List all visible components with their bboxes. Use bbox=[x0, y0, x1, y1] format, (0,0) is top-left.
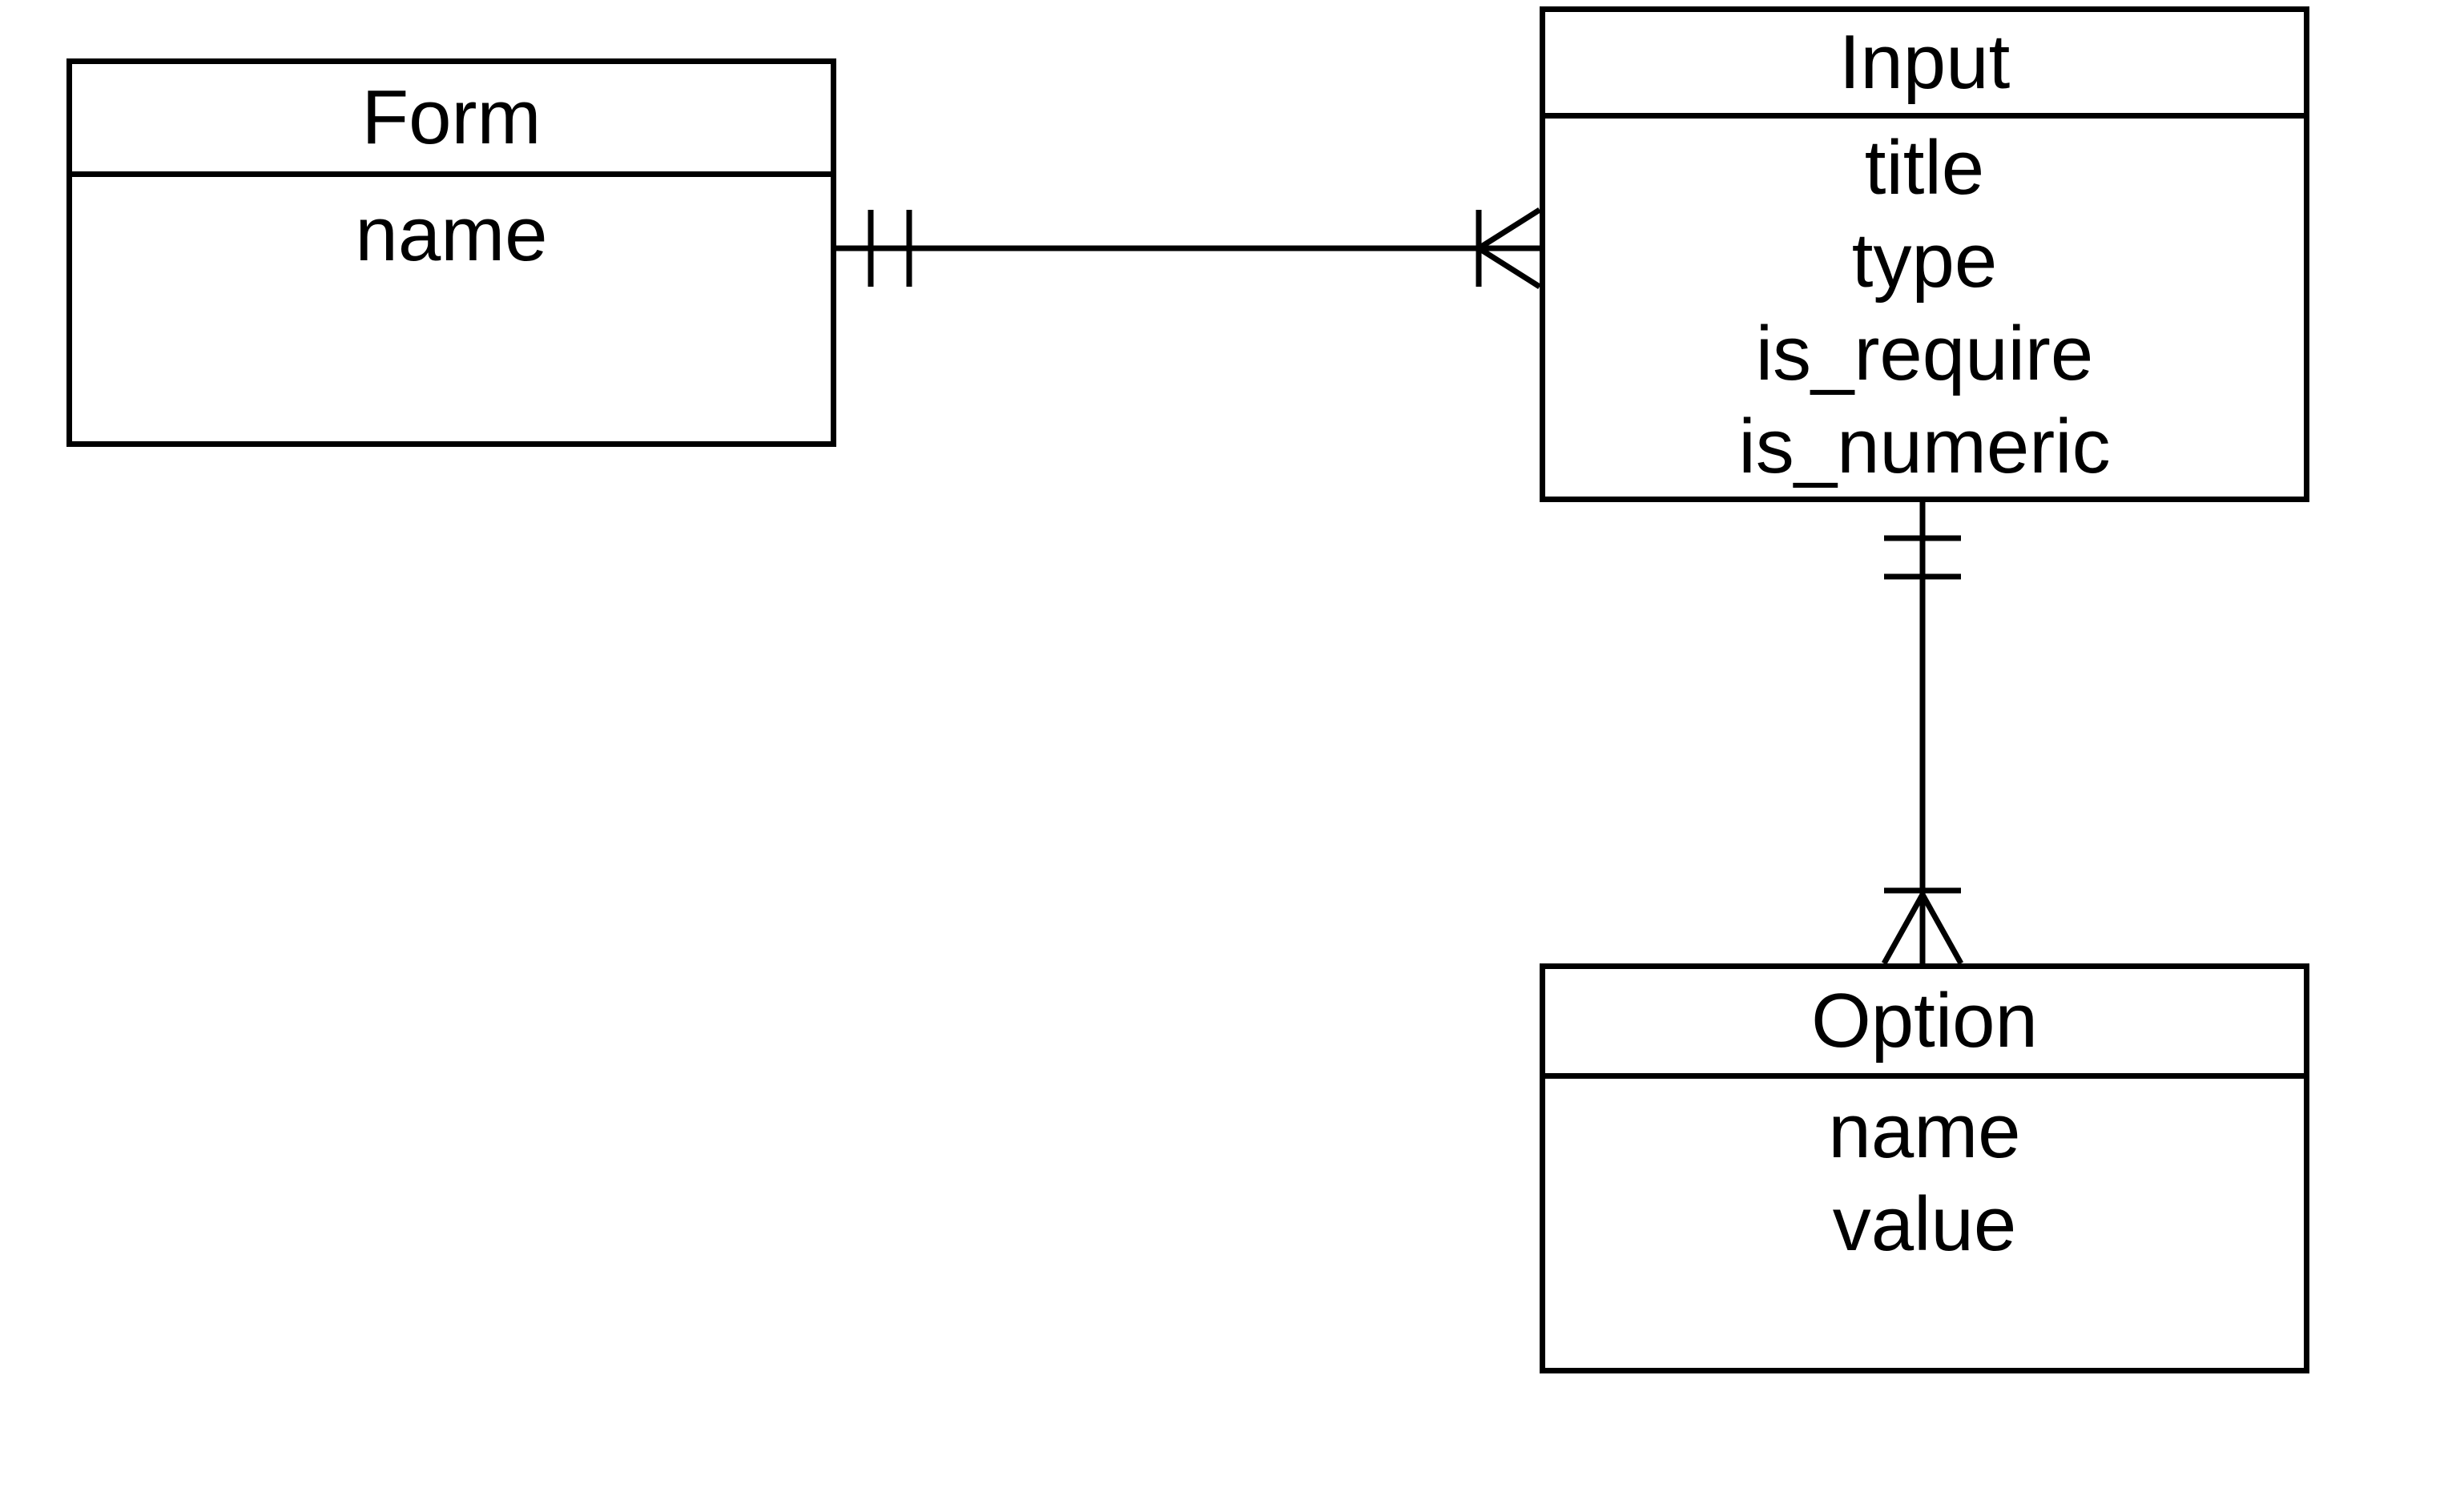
entity-form: Form name bbox=[66, 58, 836, 447]
attribute-row: title bbox=[1864, 125, 1985, 211]
crow-foot-arm bbox=[1881, 893, 1926, 965]
attribute-row: name bbox=[355, 191, 548, 277]
entity-option: Option name value bbox=[1540, 963, 2309, 1373]
attribute-row: value bbox=[1832, 1181, 2017, 1267]
attribute-row: type bbox=[1851, 218, 1998, 304]
attribute-row: name bbox=[1828, 1088, 2021, 1174]
entity-input-title: Input bbox=[1545, 12, 2304, 119]
attribute-row: is_require bbox=[1755, 311, 2094, 396]
crow-foot-arm bbox=[1477, 246, 1541, 289]
crow-foot-arm bbox=[1919, 893, 1964, 965]
entity-option-attributes: name value bbox=[1545, 1079, 2304, 1271]
relationship-form-input bbox=[836, 207, 1541, 289]
entity-form-attributes: name bbox=[72, 177, 831, 281]
relationship-input-option bbox=[1881, 502, 1964, 965]
entity-option-title: Option bbox=[1545, 969, 2304, 1079]
crow-foot-arm bbox=[1477, 207, 1541, 251]
attribute-row: is_numeric bbox=[1738, 404, 2111, 489]
entity-input: Input title type is_require is_numeric bbox=[1540, 6, 2309, 502]
entity-form-title: Form bbox=[72, 64, 831, 177]
entity-input-attributes: title type is_require is_numeric bbox=[1545, 119, 2304, 493]
